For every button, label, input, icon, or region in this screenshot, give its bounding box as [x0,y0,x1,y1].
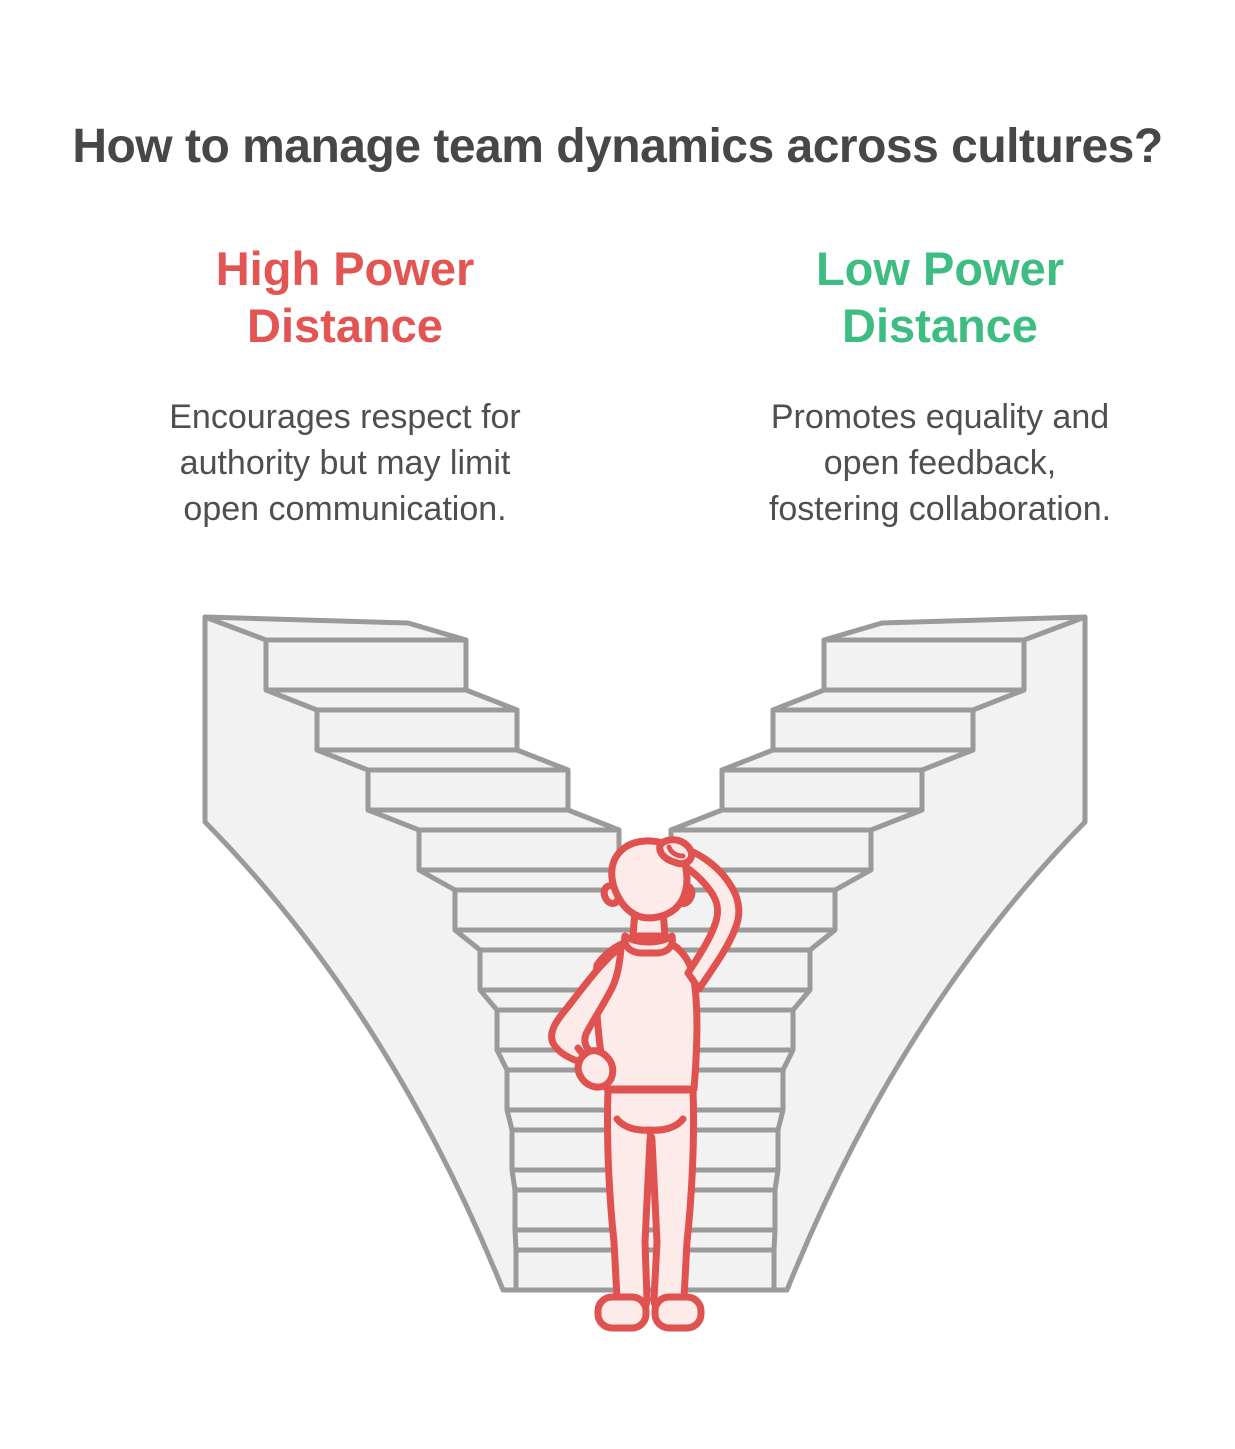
description-line: Promotes equality and [770,398,1110,436]
low-power-distance-description: Promotes equality and open feedback, fos… [640,394,1235,532]
page-title: How to manage team dynamics across cultu… [72,120,1163,173]
person-hand-on-head [656,836,696,868]
description-line: Encourages respect for [169,398,521,436]
heading-line: High Power [215,242,475,295]
heading-line: Low Power [815,242,1065,295]
high-power-distance-heading: High Power Distance [45,240,645,354]
person-raised-arm [668,841,743,993]
person-finger-line [666,844,686,859]
person-collar [621,932,676,957]
description-line: fostering collaboration. [768,490,1112,528]
person-fist [574,1047,617,1091]
high-power-distance-description: Encourages respect for authority but may… [45,394,645,532]
person-right-foot [651,1293,705,1332]
low-power-distance-heading: Low Power Distance [640,240,1235,354]
confused-person [548,836,743,1332]
description-line: open communication. [183,490,507,528]
description-line: open feedback, [823,444,1057,482]
low-power-distance-column: Low Power Distance Promotes equality and… [640,240,1235,532]
high-power-distance-column: High Power Distance Encourages respect f… [45,240,645,532]
heading-line: Distance [247,299,443,352]
person-left-foot [594,1293,650,1332]
heading-line: Distance [842,299,1038,352]
person-pocket-line [613,1115,687,1145]
description-line: authority but may limit [179,444,511,482]
